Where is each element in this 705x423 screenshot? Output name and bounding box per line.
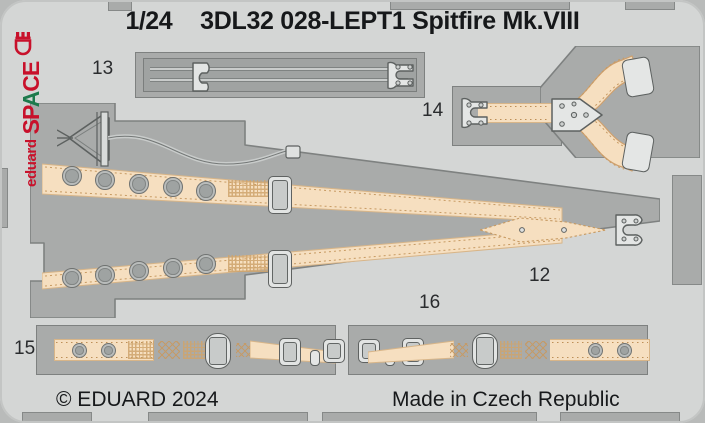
carrier-tab-bottom-4: [560, 412, 680, 422]
lap-belt-right-grommet-2: [617, 343, 632, 358]
carrier-tab-bottom-2: [148, 412, 308, 422]
sheet-header: 1/24 3DL32 028-LEPT1 Spitfire Mk.VIII: [0, 4, 705, 38]
carrier-tab-bottom-3: [322, 412, 537, 422]
part-14-left-fitting: [457, 95, 491, 133]
grommet-lower-1: [62, 268, 82, 288]
part-13-right-fitting: [384, 58, 420, 92]
grommet-lower-3: [129, 261, 149, 281]
grommet-lower-4: [163, 258, 183, 278]
lap-belt-right-tapered-web: [368, 338, 454, 366]
hatch-texture-upper: [228, 180, 276, 197]
eduard-castle-logo-icon: [13, 30, 37, 56]
hatch-texture-lower: [228, 255, 276, 272]
lap-belt-left-buckle-3: [323, 339, 345, 363]
brand-space-sp: SP: [17, 107, 44, 135]
eduard-space-brand: eduard SPACE: [11, 37, 51, 187]
kit-title: 3DL32 028-LEPT1 Spitfire Mk.VIII: [200, 6, 580, 35]
grommet-upper-3: [129, 174, 149, 194]
lap-belt-right-cross: [525, 341, 547, 359]
lap-belt-left-stitch-top: [56, 342, 152, 343]
lap-belt-left-grommet-2: [101, 343, 116, 358]
lap-belt-left-hatch-2: [183, 341, 205, 359]
harness-cable: [108, 120, 313, 180]
carrier-tab-bottom-1: [22, 412, 92, 422]
lap-belt-right-grommet-1: [588, 343, 603, 358]
part-number-16: 16: [419, 292, 441, 313]
lap-belt-right-cross-2: [450, 343, 468, 357]
part-14-stitch-top: [480, 106, 550, 107]
grommet-upper-5: [196, 181, 216, 201]
buckle-upper: [268, 176, 292, 214]
copyright-text: © EDUARD 2024: [56, 388, 219, 411]
brand-space-ce: CE: [17, 61, 44, 92]
grommet-upper-2: [95, 170, 115, 190]
lap-belt-left-cross-2: [236, 343, 254, 357]
brand-space-a: A: [17, 91, 44, 108]
part-14-stitch-bottom: [480, 119, 550, 120]
part-number-15: 15: [14, 338, 36, 359]
lap-belt-left-stitch-bottom: [56, 357, 152, 358]
lap-belt-right-stitch-bottom: [552, 357, 648, 358]
lap-belt-left-grommet-1: [72, 343, 87, 358]
grommet-upper-4: [163, 177, 183, 197]
lap-belt-left-buckle-1: [205, 333, 231, 369]
lap-belt-right-stitch-top: [552, 342, 648, 343]
lap-belt-left-hatch-1: [128, 341, 154, 359]
part-12-right-fitting: [612, 210, 648, 250]
part-number-13: 13: [92, 58, 114, 79]
sheet-footer: © EDUARD 2024 Made in Czech Republic: [0, 385, 705, 415]
part-13-left-fitting: [188, 58, 222, 92]
lap-belt-right-hatch-2: [500, 341, 522, 359]
brand-space-text: SPACE: [17, 61, 44, 135]
grommet-upper-1: [62, 166, 82, 186]
lap-belt-right-buckle-1: [472, 333, 498, 369]
part-number-14: 14: [422, 100, 444, 121]
scale-label: 1/24: [125, 6, 173, 35]
made-in-text: Made in Czech Republic: [392, 388, 620, 411]
buckle-lower: [268, 250, 292, 288]
brand-eduard-text: eduard: [22, 139, 40, 187]
carrier-tab-left: [0, 168, 8, 228]
part-13-strap-upper: [150, 67, 408, 71]
part-14-triangle-plate: [548, 95, 604, 135]
carrier-tab-top-1: [108, 1, 132, 11]
carrier-tab-right: [672, 175, 702, 285]
part-number-12: 12: [529, 265, 551, 286]
grommet-lower-5: [196, 254, 216, 274]
part-12-converge-diamond: [480, 212, 610, 248]
lap-belt-left-tab: [310, 350, 320, 366]
lap-belt-left-buckle-2: [279, 338, 301, 366]
part-13-strap-lower: [150, 78, 408, 82]
carrier-tab-top-2: [390, 1, 570, 10]
lap-belt-left-cross: [158, 341, 180, 359]
part-14-strap-horizontal: [478, 103, 552, 123]
grommet-lower-2: [95, 265, 115, 285]
carrier-tab-top-3: [625, 1, 675, 10]
part-13-inner-rail: [143, 58, 417, 92]
